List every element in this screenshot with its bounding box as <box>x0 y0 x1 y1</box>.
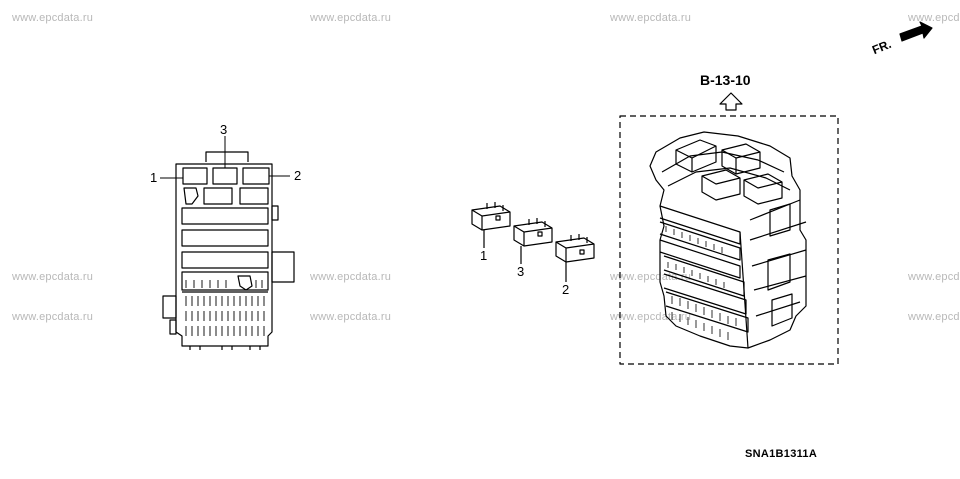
relay-item-2 <box>555 234 595 282</box>
callout-left-2: 2 <box>294 168 302 183</box>
watermark-text: www.epcdata.ru <box>908 12 960 24</box>
reference-arrow <box>719 92 743 111</box>
reference-label: B-13-10 <box>700 72 751 88</box>
watermark-text: www.epcdata.ru <box>908 271 960 283</box>
diagram-code: SNA1B1311A <box>745 448 818 460</box>
watermark-text: www.epcdata.ru <box>908 311 960 323</box>
relay-item-3 <box>513 218 553 264</box>
watermark-text: www.epcdata.ru <box>310 12 392 24</box>
relay-box-front-view <box>162 151 295 350</box>
watermark-text: www.epcdata.ru <box>610 271 692 283</box>
callout-left-1: 1 <box>150 170 158 185</box>
watermark-text: www.epcdata.ru <box>12 271 94 283</box>
callout-left-3: 3 <box>220 122 228 137</box>
reference-boundary <box>619 115 839 365</box>
watermark-text: www.epcdata.ru <box>12 311 94 323</box>
leader-lines-left <box>160 136 290 179</box>
watermark-text: www.epcdata.ru <box>12 12 94 24</box>
callout-relay-3: 3 <box>517 264 525 279</box>
callout-relay-2: 2 <box>562 282 570 297</box>
fuse-ridges <box>665 226 737 340</box>
callout-relay-1: 1 <box>480 248 488 263</box>
fuse-slot-grid <box>185 280 265 336</box>
watermark-text: www.epcdata.ru <box>610 12 692 24</box>
watermark-text: www.epcdata.ru <box>310 271 392 283</box>
front-direction-arrow <box>899 21 933 42</box>
relay-item-1 <box>471 202 511 248</box>
fuse-box-assembly <box>649 131 807 349</box>
watermark-text: www.epcdata.ru <box>310 311 392 323</box>
